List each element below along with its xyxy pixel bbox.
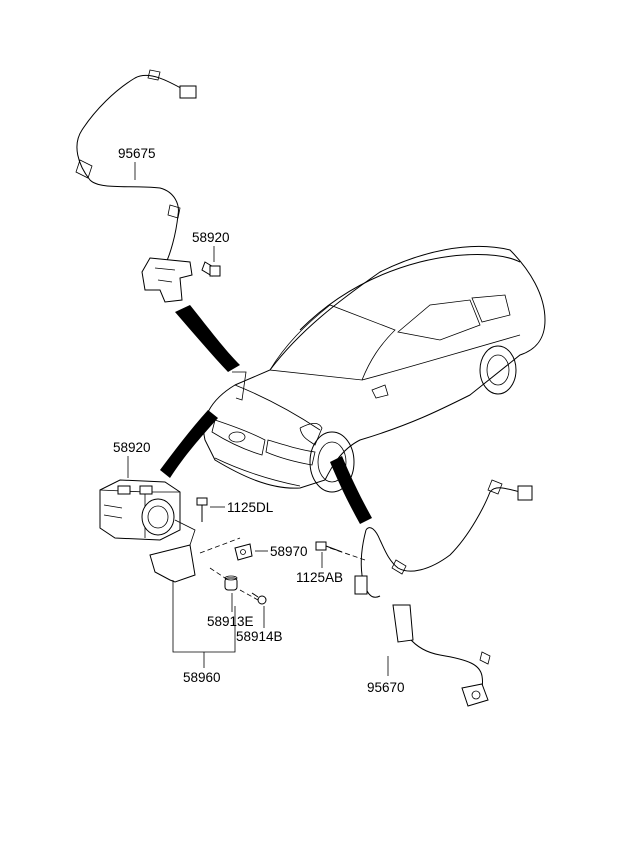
leader-arrow-rear-sensor bbox=[175, 305, 240, 372]
assembly-line-3 bbox=[239, 589, 259, 601]
bolt-1125AB bbox=[315, 541, 343, 553]
label-1125DL: 1125DL bbox=[227, 500, 274, 515]
bolt-58914B bbox=[251, 592, 267, 605]
label-58960: 58960 bbox=[183, 670, 221, 685]
label-95675: 95675 bbox=[118, 146, 156, 161]
label-58914B: 58914B bbox=[236, 629, 283, 644]
bushing-58913E bbox=[224, 575, 238, 591]
car-illustration bbox=[203, 245, 546, 493]
abs-hydraulic-unit bbox=[99, 479, 196, 583]
label-58970: 58970 bbox=[270, 544, 308, 559]
label-58920-unit: 58920 bbox=[113, 440, 151, 455]
front-wheel-sensor-95670 bbox=[354, 479, 533, 707]
label-95670: 95670 bbox=[367, 680, 405, 695]
rear-wheel-sensor-95675 bbox=[75, 69, 197, 303]
label-58913E: 58913E bbox=[207, 614, 254, 629]
assembly-line-1 bbox=[199, 537, 241, 554]
label-1125AB: 1125AB bbox=[296, 570, 343, 585]
assembly-line-4 bbox=[329, 547, 366, 561]
leader-arrow-front-sensor bbox=[330, 456, 372, 524]
bolt-58920-top bbox=[201, 261, 221, 277]
bracket-58970 bbox=[234, 543, 253, 561]
label-58920-top: 58920 bbox=[192, 230, 230, 245]
bolt-1125DL bbox=[196, 497, 208, 522]
leader-arrow-hcu bbox=[160, 410, 218, 478]
